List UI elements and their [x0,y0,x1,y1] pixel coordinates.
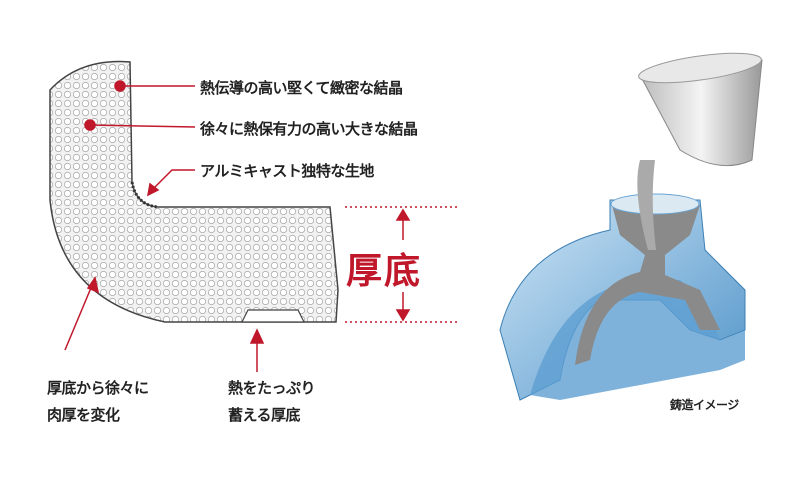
pot-cross-section [49,60,339,323]
label-gradual-line1: 厚底から徐々に [47,379,149,397]
label-thick-bottom: 厚底 [346,251,423,292]
label-store-line2: 蓄える厚底 [228,406,301,424]
label-dense-crystal: 熱伝導の高い堅くて緻密な結晶 [200,79,403,97]
casting-caption: 鋳造イメージ [670,398,739,412]
label-cast-texture: アルミキャスト独特な生地 [200,162,374,180]
casting-illustration [499,52,763,401]
label-large-crystal: 徐々に熱保有力の高い大きな結晶 [200,120,418,138]
pot-foot [241,309,305,323]
label-store-line1: 熱をたっぷり [228,379,316,397]
callouts [64,80,460,372]
label-gradual-line2: 肉厚を変化 [47,406,120,424]
